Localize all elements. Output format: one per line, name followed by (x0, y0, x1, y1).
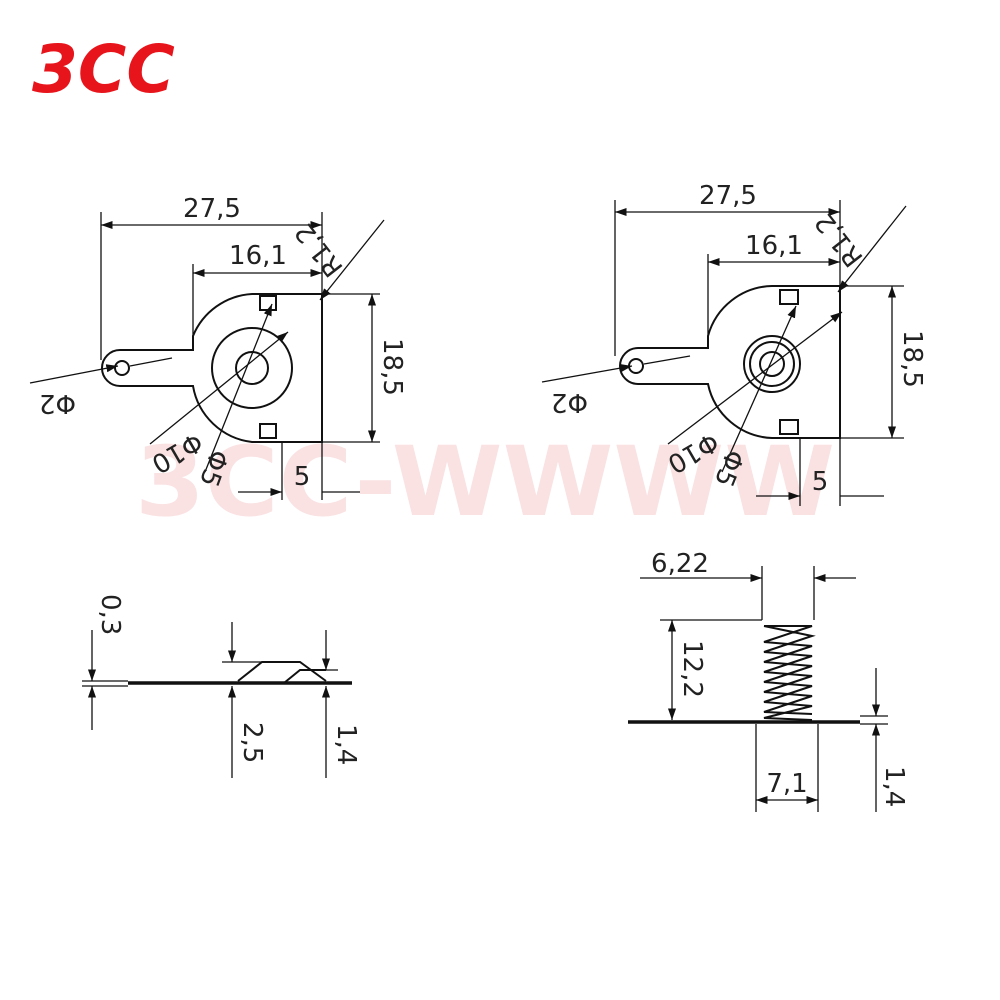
top-right-contact-view: 27,5 16,1 18,5 5 R1,2 Φ2 Φ10 Φ5 (541, 181, 927, 506)
side-right-spring-view: 6,22 12,2 7,1 1,4 (628, 549, 909, 812)
dim-width-overall: 27,5 (183, 194, 241, 224)
dim-tab-hole: Φ2 (551, 387, 588, 417)
contact-plate-outline (101, 293, 323, 443)
brand-logo: 3CC (32, 31, 175, 108)
dim-height: 18,5 (377, 338, 407, 396)
center-hole (235, 351, 269, 385)
dim-bump-height: 2,5 (237, 722, 267, 763)
dim-spring-base-width: 7,1 (766, 769, 807, 799)
center-hole (759, 351, 785, 377)
dim-tab-hole: Φ2 (39, 388, 76, 418)
dim-plate-thickness: 1,4 (879, 766, 909, 807)
dim-spring-top-width: 6,22 (651, 549, 709, 579)
dim-thickness: 0,3 (95, 594, 125, 635)
side-left-profile-view: 0,3 2,5 1,4 (82, 594, 361, 778)
slot-top (259, 295, 277, 311)
dim-edge-offset: 5 (812, 467, 829, 497)
slot-top (779, 289, 799, 305)
dim-bump-width: 1,4 (331, 724, 361, 765)
outer-ring (211, 327, 293, 409)
spring-coil-ring (749, 341, 795, 387)
dim-edge-offset: 5 (294, 462, 311, 492)
raised-bump-profile (237, 661, 327, 682)
dim-width-overall: 27,5 (699, 181, 757, 211)
tab-hole (114, 360, 130, 376)
dim-spring-height: 12,2 (677, 640, 707, 698)
coil-spring-profile (763, 625, 816, 721)
dim-width-inner: 16,1 (745, 231, 803, 261)
dim-height: 18,5 (897, 330, 927, 388)
spring-base-ring (743, 335, 801, 393)
dim-width-inner: 16,1 (229, 241, 287, 271)
watermark: 3CC-WWWW (135, 426, 835, 538)
slot-bottom (259, 423, 277, 439)
slot-bottom (779, 419, 799, 435)
